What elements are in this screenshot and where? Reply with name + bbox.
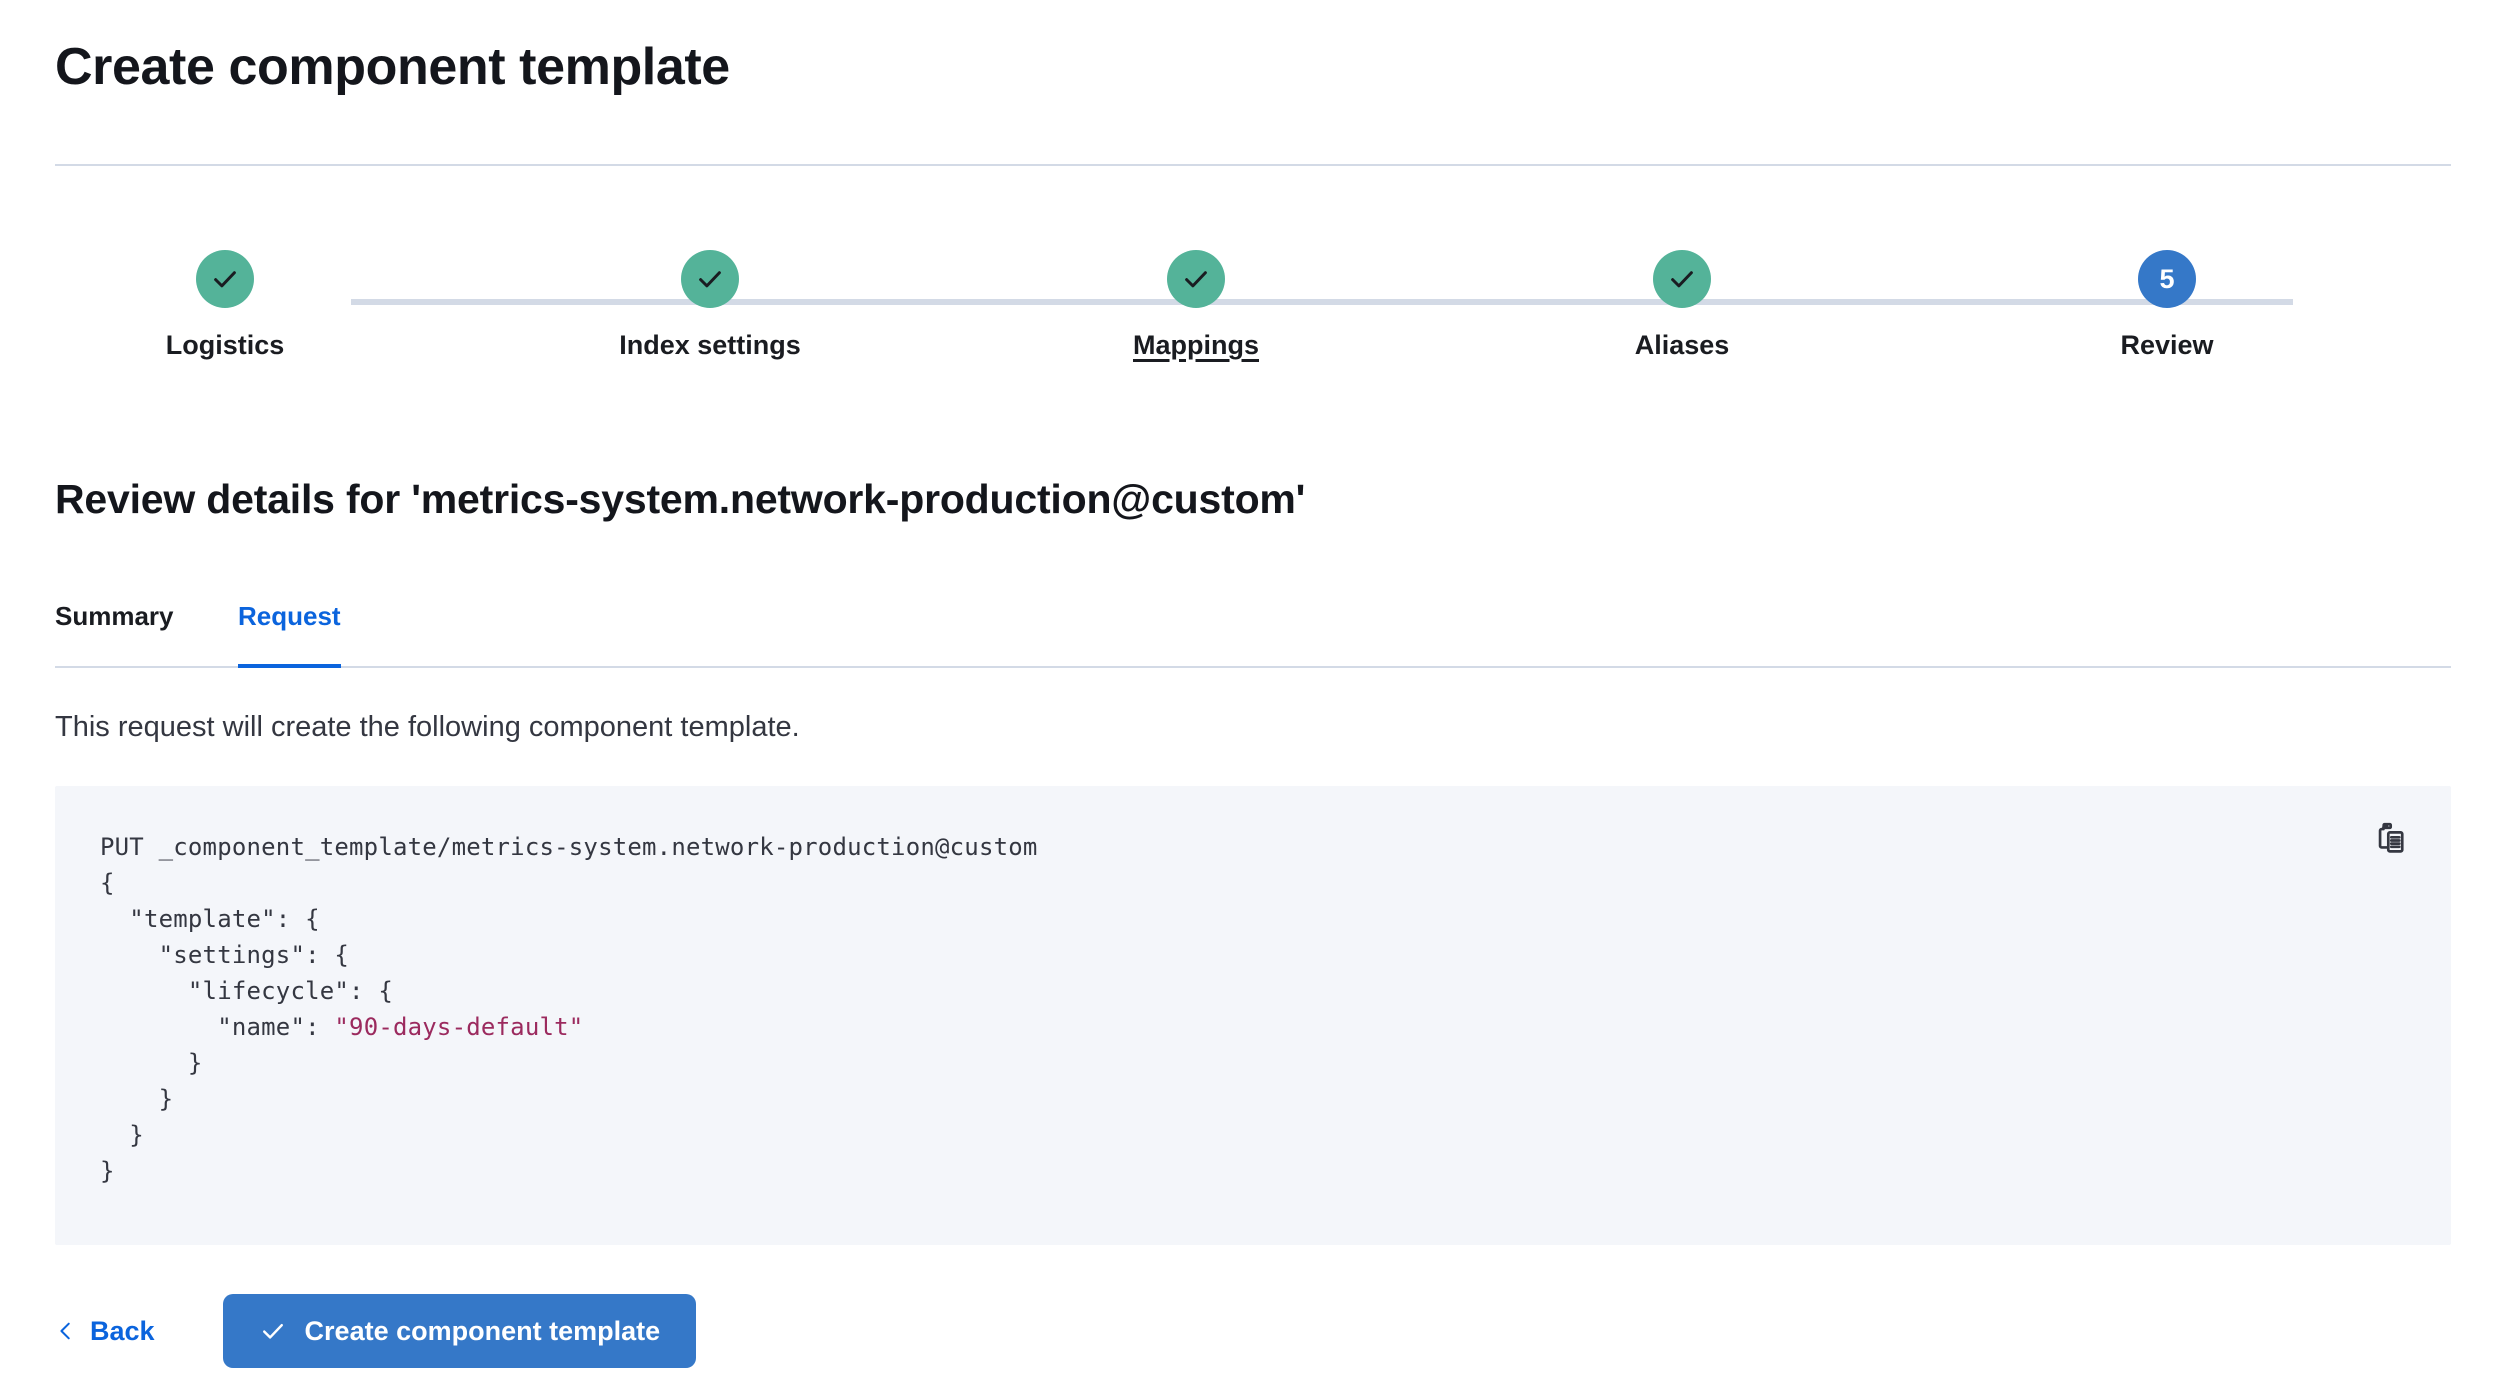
header-divider xyxy=(55,164,2451,166)
wizard-footer-actions: Back Create component template xyxy=(55,1294,697,1368)
check-icon xyxy=(262,1323,283,1339)
tab-summary-label: Summary xyxy=(55,601,174,631)
copy-request-button[interactable] xyxy=(2365,814,2417,866)
stepper-label-aliases: Aliases xyxy=(1634,330,1730,360)
request-code-panel: PUT _component_template/metrics-system.n… xyxy=(55,786,2451,1245)
back-button-label: Back xyxy=(90,1315,155,1346)
check-icon xyxy=(1185,271,1207,288)
code-line-6: } xyxy=(100,1049,203,1077)
code-line-5-indent: "name": xyxy=(100,1013,335,1041)
code-string-value: "90-days-default" xyxy=(334,1013,584,1041)
stepper-label-mappings[interactable]: Mappings xyxy=(1133,330,1259,360)
stepper-step-review[interactable]: 5 Review xyxy=(1997,250,2337,361)
request-description: This request will create the following c… xyxy=(55,711,800,743)
step-circle-review[interactable]: 5 xyxy=(2138,250,2196,308)
code-line-8: } xyxy=(100,1121,144,1149)
stepper-step-aliases[interactable]: Aliases xyxy=(1512,250,1852,361)
stepper-label-review: Review xyxy=(2120,330,2214,360)
step-circle-index-settings[interactable] xyxy=(681,250,739,308)
code-line-7: } xyxy=(100,1085,174,1113)
check-icon xyxy=(1671,271,1693,288)
review-tabs: Summary Request xyxy=(55,600,2451,668)
copy-clipboard-icon xyxy=(2378,822,2404,853)
stepper-track xyxy=(351,299,2293,305)
step-circle-mappings[interactable] xyxy=(1167,250,1225,308)
step-circle-logistics[interactable] xyxy=(196,250,254,308)
request-code-block[interactable]: PUT _component_template/metrics-system.n… xyxy=(100,829,1038,1189)
tab-request-label: Request xyxy=(238,601,341,631)
create-component-template-label: Create component template xyxy=(304,1315,661,1346)
check-icon xyxy=(699,271,721,288)
step-number-review: 5 xyxy=(2159,263,2175,294)
stepper-step-index-settings[interactable]: Index settings xyxy=(540,250,880,361)
stepper-label-index-settings: Index settings xyxy=(619,330,801,360)
chevron-left-icon xyxy=(60,1322,70,1340)
page-title: Create component template xyxy=(55,38,730,96)
tab-summary[interactable]: Summary xyxy=(55,600,174,668)
check-icon xyxy=(214,271,236,288)
tab-active-indicator xyxy=(238,664,341,668)
review-section-title: Review details for 'metrics-system.netwo… xyxy=(55,476,1306,522)
code-line-2: "template": { xyxy=(100,905,320,933)
code-line-1: { xyxy=(100,869,115,897)
code-line-9: } xyxy=(100,1157,115,1185)
wizard-stepper: Logistics Index settings Mappings xyxy=(55,250,2451,390)
step-circle-aliases[interactable] xyxy=(1653,250,1711,308)
create-component-template-button[interactable]: Create component template xyxy=(222,1294,697,1368)
code-line-3: "settings": { xyxy=(100,941,350,969)
code-request-line: PUT _component_template/metrics-system.n… xyxy=(100,833,1038,861)
stepper-label-logistics: Logistics xyxy=(165,330,285,360)
code-line-4: "lifecycle": { xyxy=(100,977,393,1005)
stepper-step-mappings[interactable]: Mappings xyxy=(1026,250,1366,361)
stepper-step-logistics[interactable]: Logistics xyxy=(55,250,395,361)
tab-request[interactable]: Request xyxy=(238,600,341,668)
tabs-divider xyxy=(55,666,2451,668)
back-button[interactable]: Back xyxy=(55,1316,165,1347)
